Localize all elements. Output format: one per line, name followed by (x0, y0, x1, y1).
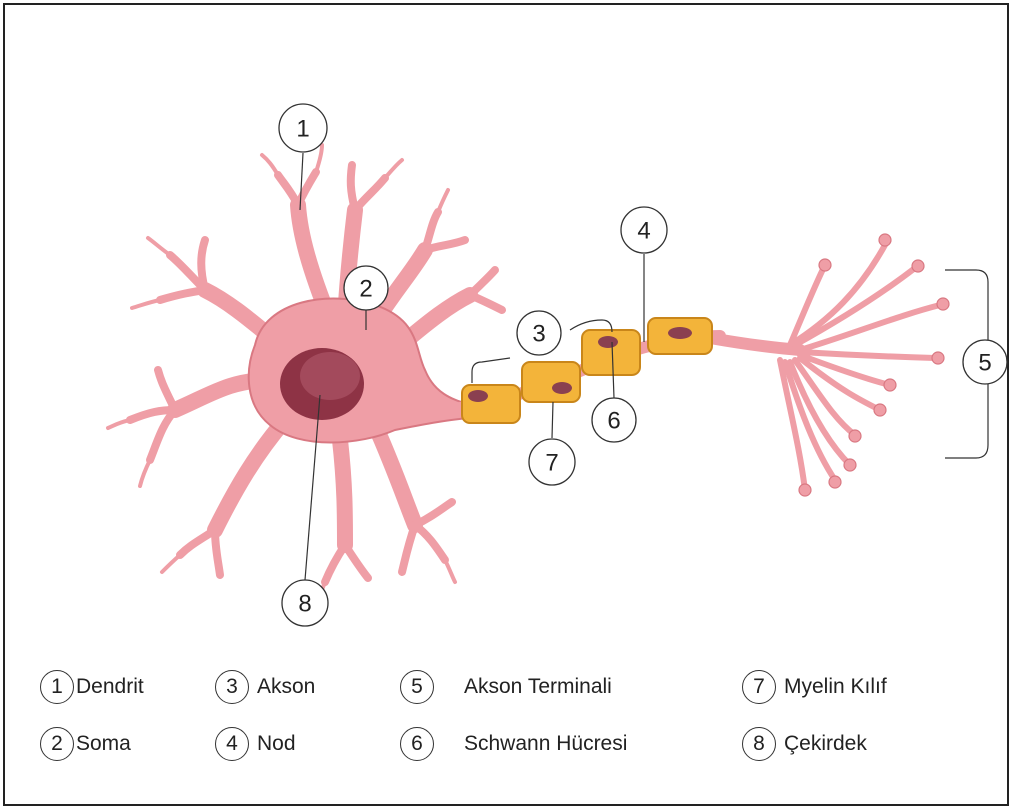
callout-number: 4 (637, 218, 650, 245)
legend-item-2: 2 Soma (40, 727, 131, 761)
legend-item-7: 7 Myelin Kılıf (742, 670, 887, 704)
legend-number: 8 (742, 727, 776, 761)
callout-2: 2 (344, 266, 388, 310)
legend-label: Nod (257, 732, 296, 756)
legend-label: Çekirdek (784, 732, 867, 756)
legend-item-1: 1 Dendrit (40, 670, 144, 704)
legend-number: 5 (400, 670, 434, 704)
callout-number: 7 (545, 450, 558, 477)
legend-item-5: 5 Akson Terminali (400, 670, 612, 704)
legend-item-6: 6 Schwann Hücresi (400, 727, 627, 761)
legend-item-8: 8 Çekirdek (742, 727, 867, 761)
legend-item-4: 4 Nod (215, 727, 296, 761)
legend-number: 4 (215, 727, 249, 761)
legend-label: Myelin Kılıf (784, 675, 887, 699)
schwann-cell (522, 362, 580, 402)
callout-number: 1 (296, 116, 309, 143)
legend-number: 7 (742, 670, 776, 704)
myelin-sheath (462, 318, 712, 423)
legend-number: 1 (40, 670, 74, 704)
legend-label: Soma (76, 732, 131, 756)
callout-number: 3 (532, 321, 545, 348)
callout-4: 4 (621, 207, 667, 253)
schwann-cell (462, 385, 520, 423)
nucleus (280, 348, 364, 420)
callout-number: 6 (607, 408, 620, 435)
legend-number: 2 (40, 727, 74, 761)
schwann-cell (582, 330, 640, 375)
legend-label: Dendrit (76, 675, 144, 699)
callout-number: 2 (359, 276, 372, 303)
legend-label: Akson (257, 675, 315, 699)
callout-number: 8 (298, 591, 311, 618)
legend-label: Schwann Hücresi (464, 732, 627, 756)
legend-number: 6 (400, 727, 434, 761)
schwann-cell (648, 318, 712, 354)
callout-1: 1 (279, 104, 327, 152)
callout-7: 7 (529, 439, 575, 485)
callout-8: 8 (282, 580, 328, 626)
callout-3: 3 (517, 311, 561, 355)
neuron-diagram: 1 2 3 4 5 6 7 8 (0, 0, 1014, 640)
legend-label: Akson Terminali (464, 675, 612, 699)
callout-number: 5 (978, 350, 991, 377)
legend-number: 3 (215, 670, 249, 704)
callout-6: 6 (592, 398, 636, 442)
axon-terminals (710, 234, 949, 496)
legend-item-3: 3 Akson (215, 670, 315, 704)
callout-5: 5 (963, 340, 1007, 384)
